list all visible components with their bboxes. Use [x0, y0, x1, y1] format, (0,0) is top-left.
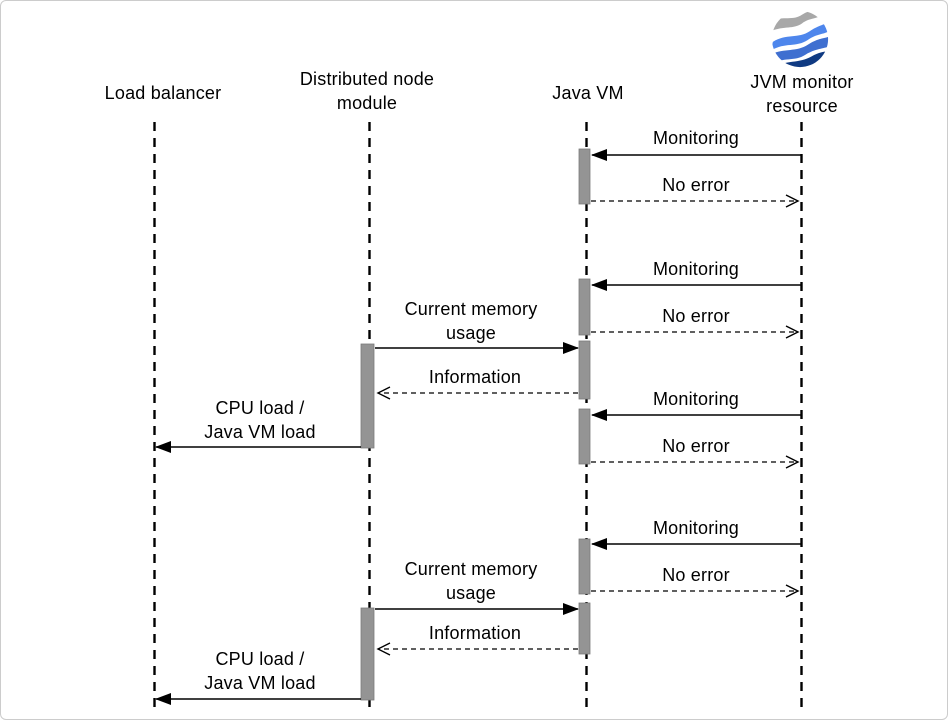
message-label-cpu-load-1: CPU load / Java VM load: [204, 398, 316, 442]
message-label-current-memory-usage-1: Current memory usage: [404, 299, 538, 343]
message-label-no-error-4: No error: [662, 565, 730, 585]
message-label-information-1: Information: [428, 367, 522, 387]
logo-wave-dark-blue: [771, 48, 829, 68]
message-label-no-error-1: No error: [662, 175, 730, 195]
message-label-monitoring-3: Monitoring: [652, 389, 740, 409]
activation-bar-java-vm-4: [578, 408, 591, 465]
activation-bar-java-vm-3: [578, 340, 591, 400]
message-label-monitoring-1: Monitoring: [652, 128, 740, 148]
logo-wave-light-blue: [771, 19, 829, 51]
message-label-cpu-load-2: CPU load / Java VM load: [204, 649, 316, 693]
actor-label-java-vm: Java VM: [552, 83, 624, 103]
actor-label-jvm-monitor-resource: JVM monitor resource: [750, 72, 854, 116]
globe-waves-logo: [771, 10, 829, 68]
message-label-monitoring-4: Monitoring: [652, 518, 740, 538]
message-label-current-memory-usage-2: Current memory usage: [404, 559, 538, 603]
activation-bar-java-vm-1: [578, 148, 591, 205]
activation-bar-distributed-node-module-1: [360, 343, 375, 449]
message-label-information-2: Information: [428, 623, 522, 643]
activation-bar-distributed-node-module-2: [360, 607, 375, 701]
actor-label-distributed-node-module: Distributed node module: [299, 69, 435, 113]
activation-bar-java-vm-5: [578, 538, 591, 595]
activation-bar-java-vm-6: [578, 602, 591, 655]
message-label-monitoring-2: Monitoring: [652, 259, 740, 279]
actor-label-load-balancer: Load balancer: [104, 83, 222, 103]
message-label-no-error-2: No error: [662, 306, 730, 326]
activation-bar-java-vm-2: [578, 278, 591, 336]
message-label-no-error-3: No error: [662, 436, 730, 456]
logo-wave-mid-blue: [771, 35, 829, 65]
